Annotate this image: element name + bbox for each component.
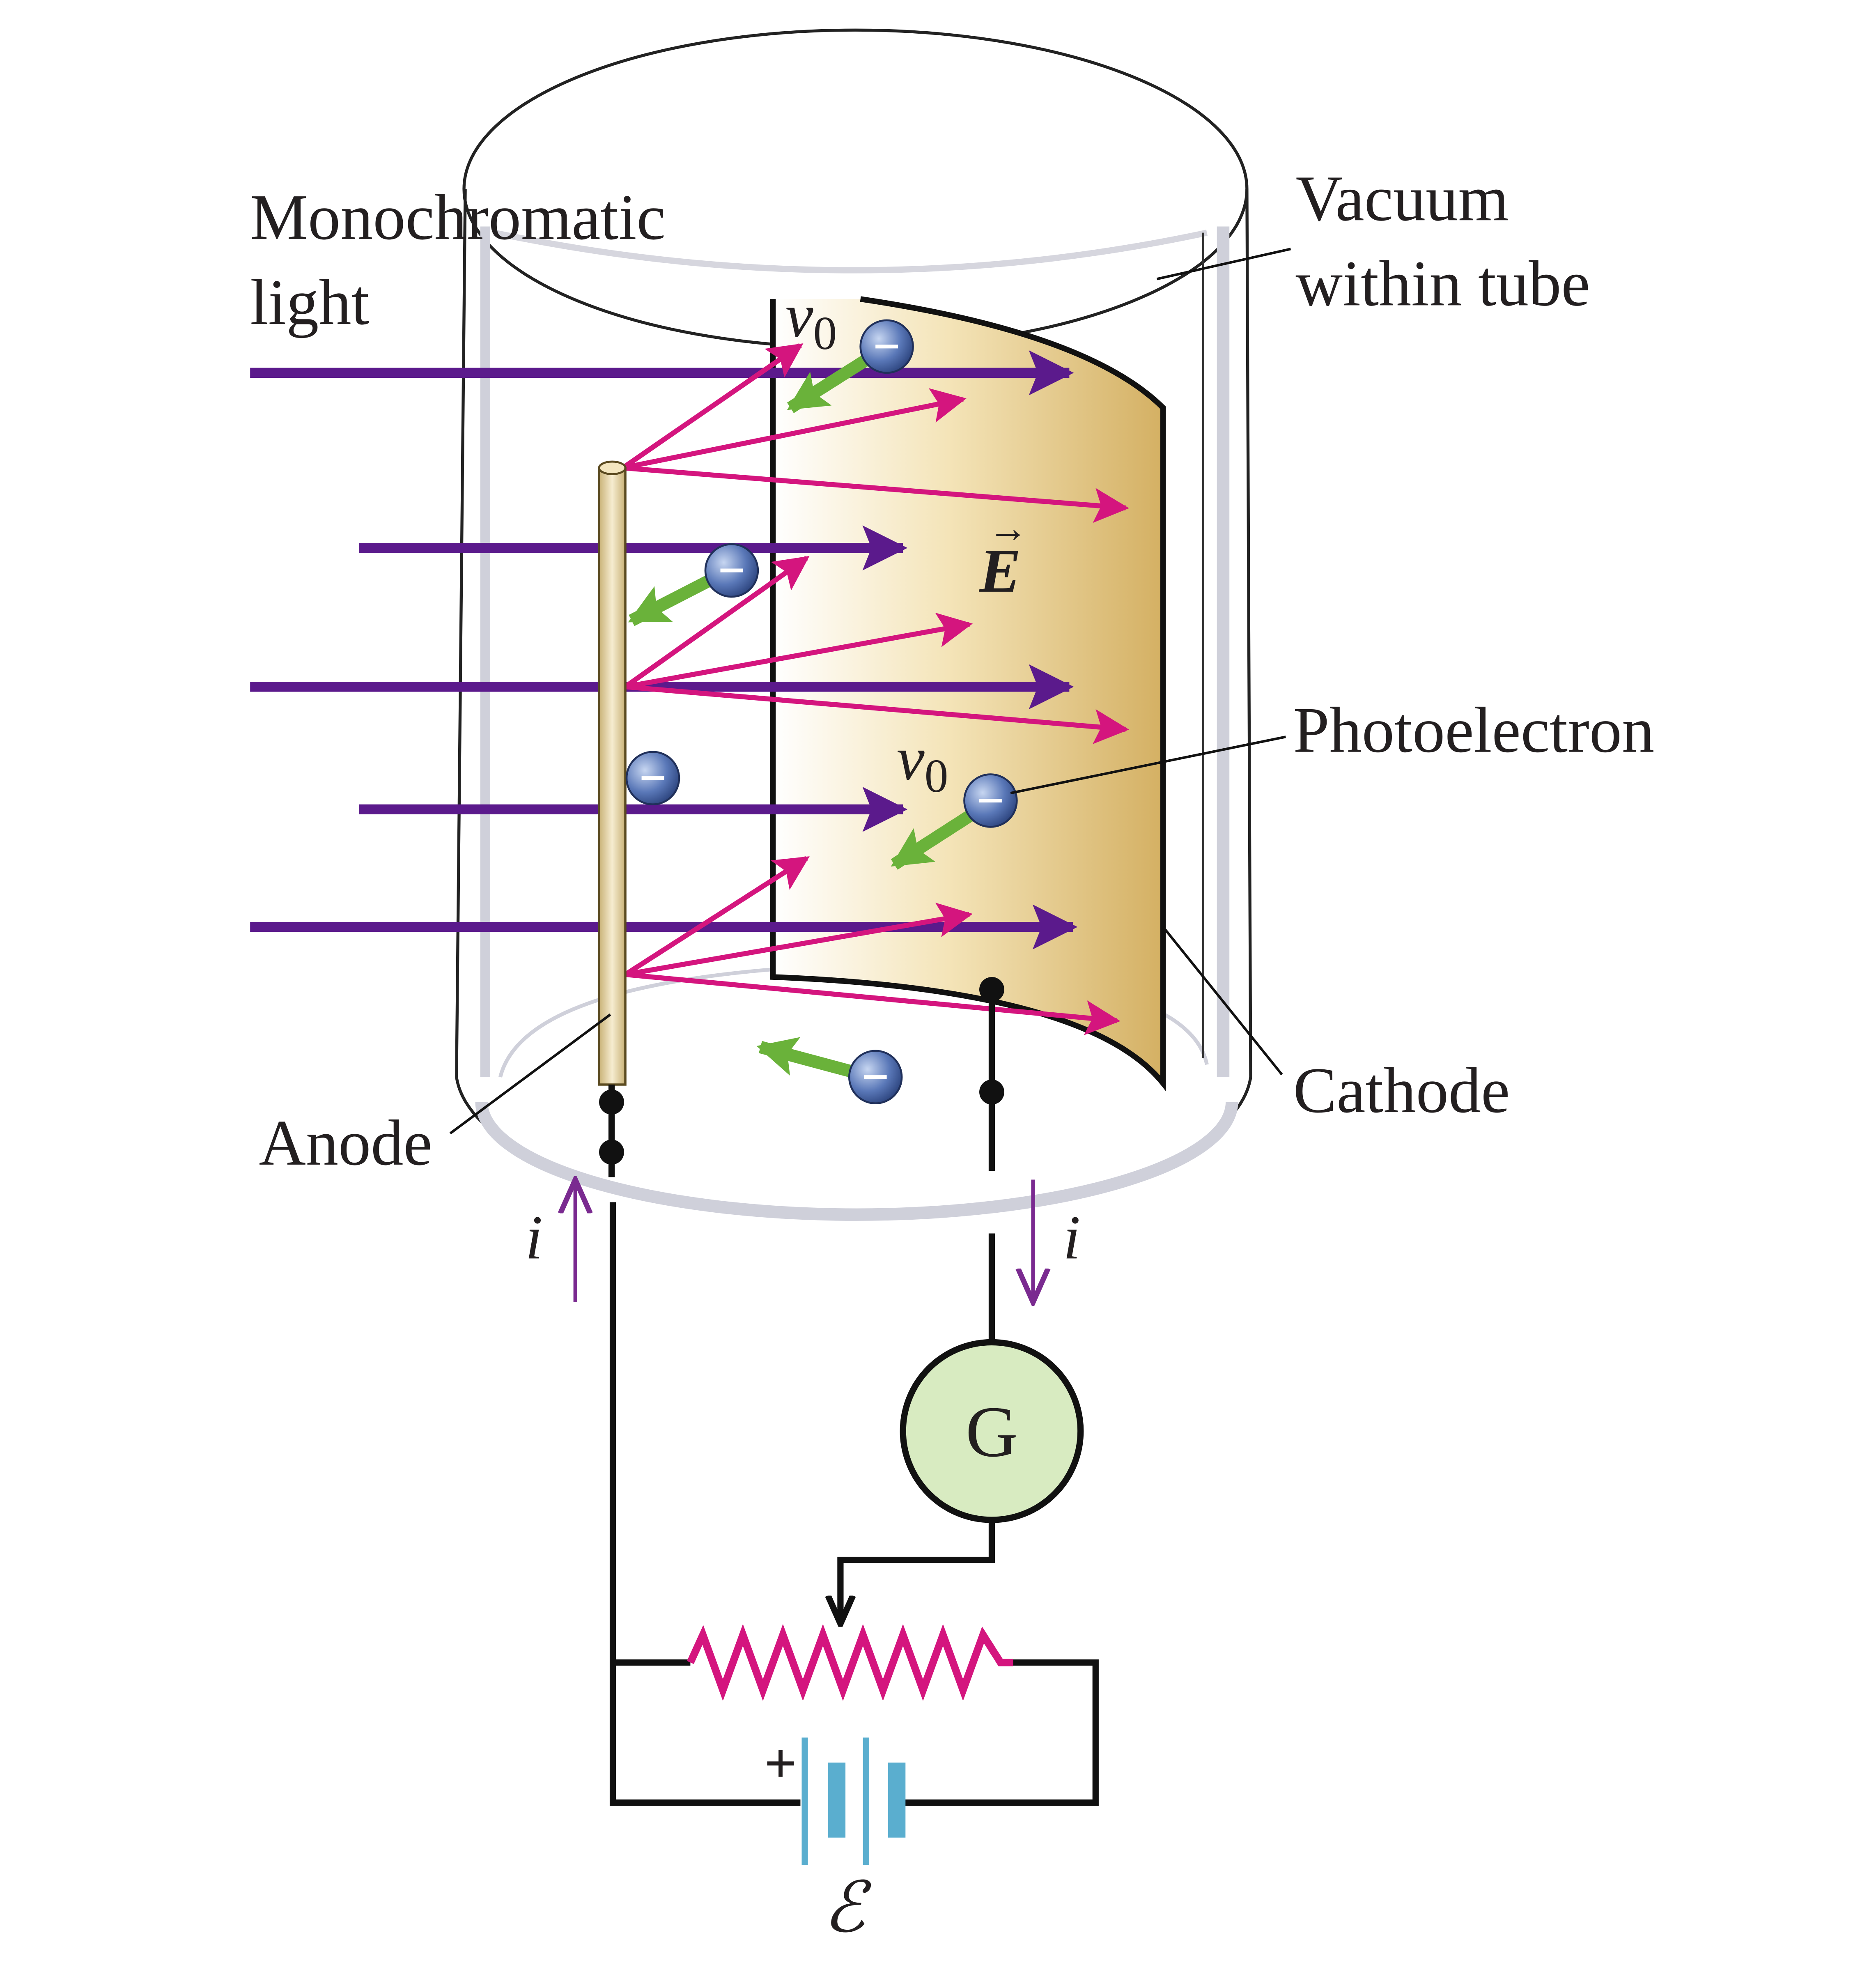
anode-body xyxy=(598,467,627,1086)
label-within-tube: within tube xyxy=(1296,248,1590,319)
junction-dot xyxy=(599,1089,624,1115)
electric-field-vectors xyxy=(621,343,1129,1035)
photoelectrons xyxy=(625,319,1018,1104)
velocity-arrow xyxy=(787,349,879,413)
emf-symbol: ℰ xyxy=(823,1869,872,1947)
wire-anode-loop xyxy=(609,1202,801,1806)
galvanometer-label: G xyxy=(966,1392,1018,1472)
anode-top xyxy=(598,460,627,475)
electron-sphere-icon xyxy=(625,751,680,805)
field-vector xyxy=(625,972,1121,1035)
field-vector xyxy=(621,343,804,470)
wire-galvanometer-to-slider xyxy=(840,1521,995,1624)
label-anode: Anode xyxy=(259,1107,432,1179)
battery-plus-sign: + xyxy=(764,1732,797,1795)
battery-plate-short xyxy=(888,1762,906,1838)
current-label-right: i xyxy=(1063,1202,1080,1272)
current-label-left: i xyxy=(525,1202,542,1272)
leader-cathode xyxy=(1162,926,1283,1076)
velocity-arrow xyxy=(756,1037,865,1081)
junction-dot xyxy=(599,1140,624,1165)
electron-sphere-icon xyxy=(848,1050,903,1104)
diagram-labels: Monochromatic light Vacuum within tube P… xyxy=(250,163,1654,1947)
field-arrow-symbol: → xyxy=(988,506,1028,551)
tube-bottom-shade xyxy=(475,1102,1238,1221)
field-vector xyxy=(625,902,973,977)
leader-anode xyxy=(449,1013,611,1135)
tube-top-inner-shade xyxy=(493,230,1208,274)
field-vector xyxy=(625,684,1129,744)
monochromatic-light-rays xyxy=(250,350,1078,950)
electron-sphere-icon xyxy=(963,773,1018,828)
velocity-arrow xyxy=(628,568,725,626)
current-arrows xyxy=(575,1179,1033,1302)
field-vector xyxy=(624,856,810,977)
cathode-edge xyxy=(770,296,1166,1092)
junction-dot xyxy=(979,1079,1004,1105)
electron-sphere-icon xyxy=(704,543,759,598)
leader-photoelectron xyxy=(1010,736,1286,795)
variable-resistor-icon xyxy=(687,1624,1013,1701)
electron-sphere-icon xyxy=(859,319,914,374)
field-vector xyxy=(622,465,1129,523)
field-symbol: E xyxy=(978,536,1021,605)
label-leader-lines xyxy=(449,248,1291,1135)
wire-resistor-to-battery xyxy=(903,1659,1099,1806)
galvanometer-body xyxy=(900,1339,1084,1523)
velocity-arrow xyxy=(891,803,985,870)
anode-rod xyxy=(598,460,627,1086)
label-cathode: Cathode xyxy=(1293,1055,1510,1126)
galvanometer-icon: G xyxy=(900,1339,1084,1523)
velocity-symbol-top: v0 xyxy=(785,280,837,359)
electron-velocity-arrows xyxy=(628,349,985,1081)
battery-icon xyxy=(801,1738,906,1865)
circuit-junctions xyxy=(599,977,1004,1165)
velocity-symbol-middle: v0 xyxy=(897,724,948,802)
battery-plate-short xyxy=(828,1762,846,1838)
field-vector xyxy=(625,612,973,690)
battery-plate-long xyxy=(863,1738,869,1865)
junction-dot xyxy=(979,977,1004,1002)
label-vacuum: Vacuum xyxy=(1296,163,1509,234)
label-light: light xyxy=(250,267,369,338)
label-monochromatic: Monochromatic xyxy=(250,182,666,253)
field-vector xyxy=(624,556,810,689)
battery-plate-long xyxy=(801,1738,808,1865)
external-circuit xyxy=(608,989,1099,1806)
field-vector xyxy=(622,388,967,471)
leader-vacuum xyxy=(1156,248,1291,280)
label-photoelectron: Photoelectron xyxy=(1293,694,1655,766)
